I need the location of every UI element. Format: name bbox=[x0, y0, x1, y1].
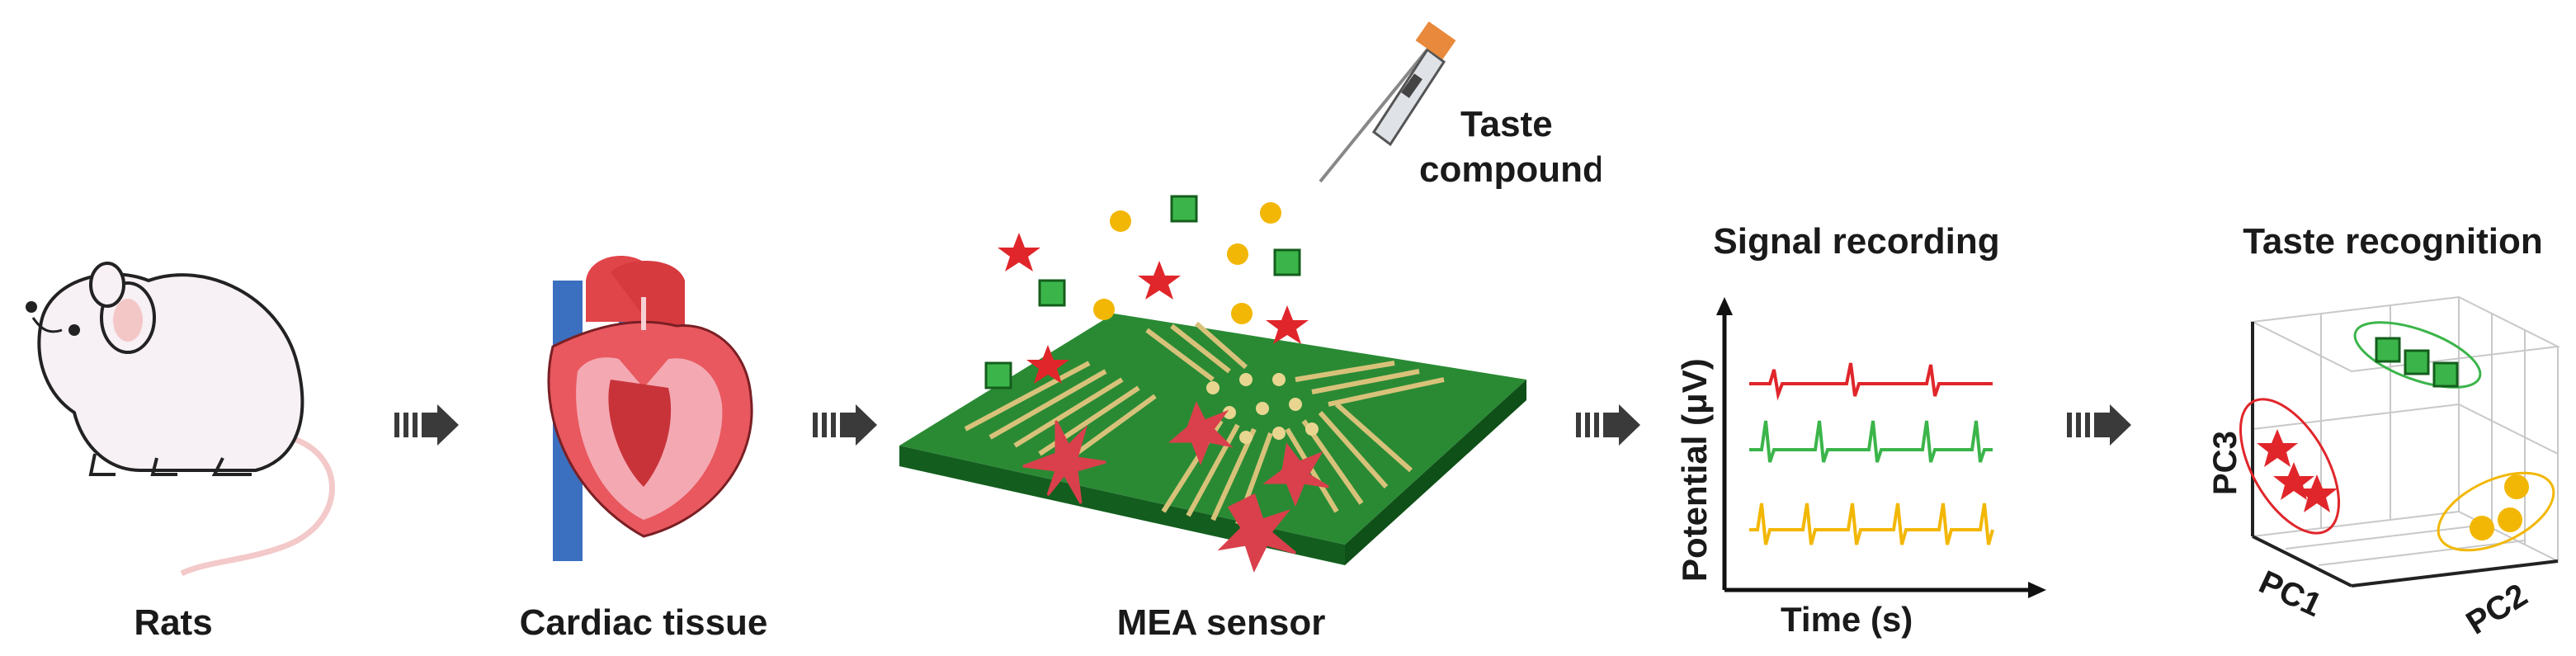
mea-sensor-illustration: Taste compounds bbox=[899, 17, 1625, 594]
rats-label: Rats bbox=[134, 602, 213, 643]
x-axis-label: Time (s) bbox=[1781, 600, 1913, 639]
cube-icon bbox=[984, 195, 1301, 389]
pca-plot: PC3 PC1 PC2 bbox=[2170, 272, 2574, 652]
pc2-axis-label: PC2 bbox=[2460, 577, 2533, 642]
star-icon bbox=[2257, 429, 2338, 512]
mea-sensor-label: MEA sensor bbox=[1116, 602, 1326, 643]
mea-board bbox=[899, 314, 1526, 573]
cardiac-tissue-label: Cardiac tissue bbox=[519, 602, 768, 643]
cube-icon bbox=[2375, 337, 2459, 388]
pipette-icon bbox=[1319, 21, 1456, 183]
arrow-icon bbox=[813, 404, 877, 446]
heart-icon bbox=[547, 256, 753, 561]
taste-compounds-label-line2: compounds bbox=[1419, 149, 1601, 190]
sphere-icon bbox=[1093, 202, 1281, 324]
pc3-axis-label: PC3 bbox=[2207, 431, 2243, 495]
green-cluster-ellipse bbox=[2353, 321, 2482, 389]
yellow-signal-trace bbox=[1749, 503, 1994, 545]
rat-icon bbox=[26, 262, 335, 577]
heart-illustration bbox=[520, 248, 767, 578]
signal-recording-label: Signal recording bbox=[1713, 221, 2000, 262]
arrow-icon bbox=[2067, 404, 2131, 446]
taste-compounds-label-line1: Taste bbox=[1460, 104, 1553, 144]
yellow-cluster-ellipse bbox=[2437, 471, 2555, 552]
green-signal-trace bbox=[1749, 420, 1993, 463]
red-cluster-ellipse bbox=[2239, 398, 2341, 535]
sphere-icon bbox=[2470, 474, 2529, 540]
taste-recognition-label: Taste recognition bbox=[2243, 221, 2543, 262]
arrow-icon bbox=[394, 404, 459, 446]
pc1-axis-label: PC1 bbox=[2253, 564, 2327, 624]
star-icon bbox=[998, 233, 1309, 384]
rat-illustration bbox=[17, 248, 355, 578]
arrow-icon bbox=[1576, 404, 1640, 446]
red-signal-trace bbox=[1749, 362, 1993, 401]
signal-plot: Potential (μV) Time (s) bbox=[1658, 297, 2055, 644]
y-axis-label: Potential (μV) bbox=[1675, 358, 1714, 582]
